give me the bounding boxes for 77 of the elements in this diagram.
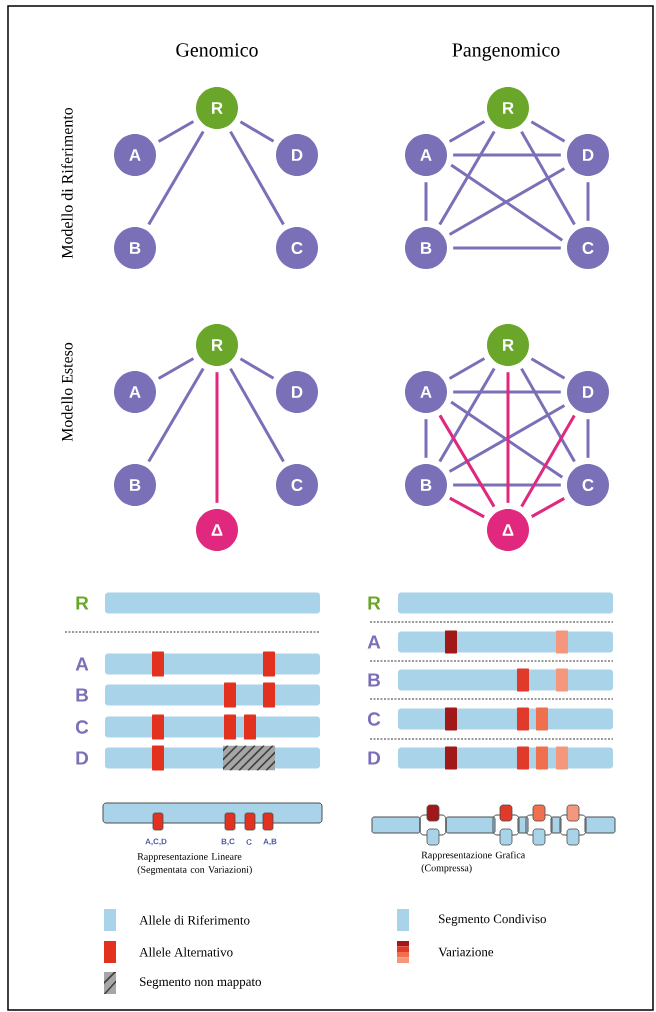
connector-line [438, 414, 496, 508]
row-heading: Modello di Riferimento [61, 107, 73, 259]
graph-node: Δ [196, 509, 238, 551]
graph-node: B [405, 227, 447, 269]
connector-line [450, 400, 564, 479]
sequence-letter: D [76, 751, 89, 765]
connector-line [448, 167, 566, 236]
connector-line [438, 367, 496, 463]
graph-node: B [114, 464, 156, 506]
graph-node: D [567, 134, 609, 176]
graph-node: R [196, 324, 238, 366]
connector-line [586, 182, 590, 221]
connector-line [157, 357, 195, 380]
connector-line [147, 130, 205, 226]
sequence-letter: B [368, 673, 380, 687]
connector-line [530, 120, 566, 143]
connector-line [449, 496, 485, 519]
connector-line [438, 130, 496, 226]
graph-node: R [487, 87, 529, 129]
connector-line [229, 130, 285, 226]
column-heading: Genomico [176, 43, 258, 57]
connector-line [520, 130, 576, 226]
graph-node: B [405, 464, 447, 506]
connector-line [239, 357, 275, 380]
caption: Rappresentazione Lineare (Segmentata con Variazioni) [137, 853, 252, 875]
connector-line [520, 414, 576, 508]
graph-node: C [276, 464, 318, 506]
connector-line [506, 372, 510, 503]
connector-line [448, 357, 486, 380]
sequence-letter: C [75, 720, 89, 734]
connector-line [157, 120, 195, 143]
connector-line [448, 404, 566, 473]
sequence-letter: A [367, 635, 381, 649]
graph-node: B [114, 227, 156, 269]
graph-node: C [567, 227, 609, 269]
graph-node: Δ [487, 509, 529, 551]
connector-line [239, 120, 275, 143]
connector-line [424, 419, 428, 458]
connector-line [453, 390, 561, 394]
connector-line [530, 357, 566, 380]
legend-text: Allele Alternativo [139, 947, 233, 957]
graph-node: D [567, 371, 609, 413]
sequence-letter: C [367, 712, 381, 726]
graph-node: C [276, 227, 318, 269]
connector-line [586, 419, 590, 458]
connector-line [229, 367, 285, 463]
connector-line [450, 163, 564, 242]
sequence-letter: B [76, 688, 88, 702]
connector-line [448, 120, 486, 143]
graph-node: A [114, 134, 156, 176]
connector-line [530, 497, 566, 518]
connector-line [215, 372, 219, 503]
graph-node: D [276, 134, 318, 176]
sequence-letter: A [75, 657, 89, 671]
connector-line [453, 483, 561, 487]
graph-node: R [196, 87, 238, 129]
sequence-letter: D [368, 751, 381, 765]
graph-node: A [405, 134, 447, 176]
legend-text: Segmento Condiviso [439, 914, 546, 926]
graph-node: C [567, 464, 609, 506]
sequence-letter: R [368, 596, 381, 610]
caption: Rappresentazione Grafica (Compressa) [421, 851, 526, 874]
connector-line [147, 367, 205, 463]
connector-line [520, 367, 576, 463]
connector-line [424, 182, 428, 221]
row-heading: Modello Esteso [61, 342, 73, 442]
graph-node: A [405, 371, 447, 413]
legend-text: Variazione [438, 947, 494, 957]
graph-node: D [276, 371, 318, 413]
column-heading: Pangenomico [452, 43, 560, 61]
sequence-letter: R [76, 596, 89, 610]
graph-node: A [114, 371, 156, 413]
legend-text: Allele di Riferimento [139, 915, 250, 925]
connector-line [453, 153, 561, 157]
legend-text: Segmento non mappato [140, 977, 261, 989]
graph-node: R [487, 324, 529, 366]
connector-line [453, 246, 561, 250]
